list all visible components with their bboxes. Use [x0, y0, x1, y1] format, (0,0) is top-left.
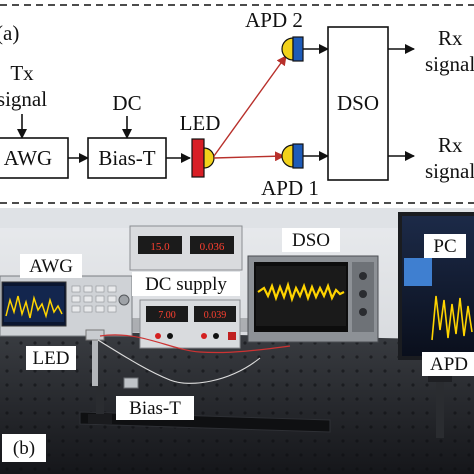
photo-label-apd-text: APD — [430, 354, 468, 375]
pc-monitor — [398, 212, 474, 360]
dc-supply-bottom-voltage: 7.00 — [158, 310, 176, 321]
led-icon — [191, 138, 215, 178]
rx-signal-top-line2: signal — [425, 52, 474, 76]
apd-post — [428, 372, 452, 438]
beam-to-apd2 — [213, 55, 287, 157]
dso-instrument — [247, 255, 379, 343]
dso-block — [327, 26, 389, 181]
rx-signal-bottom-line1: Rx — [438, 133, 463, 157]
led-label: LED — [180, 111, 221, 135]
awg-instrument — [0, 275, 133, 337]
apd2-icon — [281, 36, 304, 62]
beam-to-apd1 — [213, 151, 285, 162]
rx-signal-top-line1: Rx — [438, 26, 463, 50]
dc-supply-top-voltage: 15.0 — [150, 241, 170, 253]
apd1-label: APD 1 — [261, 176, 319, 200]
panel-a-schematic: (a) Tx signal AWG DC Bias-T LED APD 2 — [0, 4, 474, 204]
photo-label-apd: APD — [422, 352, 474, 376]
panel-b-label: (b) — [13, 438, 35, 459]
photo-label-bias-t: Bias-T — [116, 396, 194, 420]
dc-supply-bottom-current: 0.039 — [204, 310, 227, 321]
photo-label-led: LED — [26, 346, 76, 370]
bias-t-block — [87, 137, 167, 179]
photo-label-dc-supply-text: DC supply — [145, 274, 227, 295]
apd1-icon — [281, 143, 304, 169]
tx-signal-label-line2: signal — [0, 87, 47, 111]
panel-b-label-box: (b) — [2, 434, 46, 462]
awg-block-label: AWG — [4, 146, 52, 170]
photo-label-pc: PC — [424, 234, 466, 258]
photo-label-dso: DSO — [282, 228, 340, 252]
photo-label-dc-supply: DC supply — [132, 272, 240, 296]
dso-block-label: DSO — [337, 91, 379, 115]
photo-label-led-text: LED — [33, 348, 70, 369]
photo-label-awg: AWG — [20, 254, 82, 278]
panel-b-photo: 15.0 0.036 7.00 0.039 — [0, 208, 474, 474]
photo-label-pc-text: PC — [433, 236, 456, 257]
panel-a-label: (a) — [0, 21, 19, 45]
dc-supply-instrument: 15.0 0.036 7.00 0.039 — [129, 225, 243, 349]
photo-label-dso-text: DSO — [292, 230, 330, 251]
tx-signal-label-line1: Tx — [10, 61, 34, 85]
apd2-label: APD 2 — [245, 8, 303, 32]
bias-t-block-label: Bias-T — [98, 146, 155, 170]
photo-label-bias-t-text: Bias-T — [129, 398, 181, 419]
photo-label-awg-text: AWG — [29, 256, 73, 277]
rx-signal-bottom-line2: signal — [425, 159, 474, 183]
dc-supply-top-current: 0.036 — [200, 241, 225, 253]
dc-label: DC — [112, 91, 141, 115]
